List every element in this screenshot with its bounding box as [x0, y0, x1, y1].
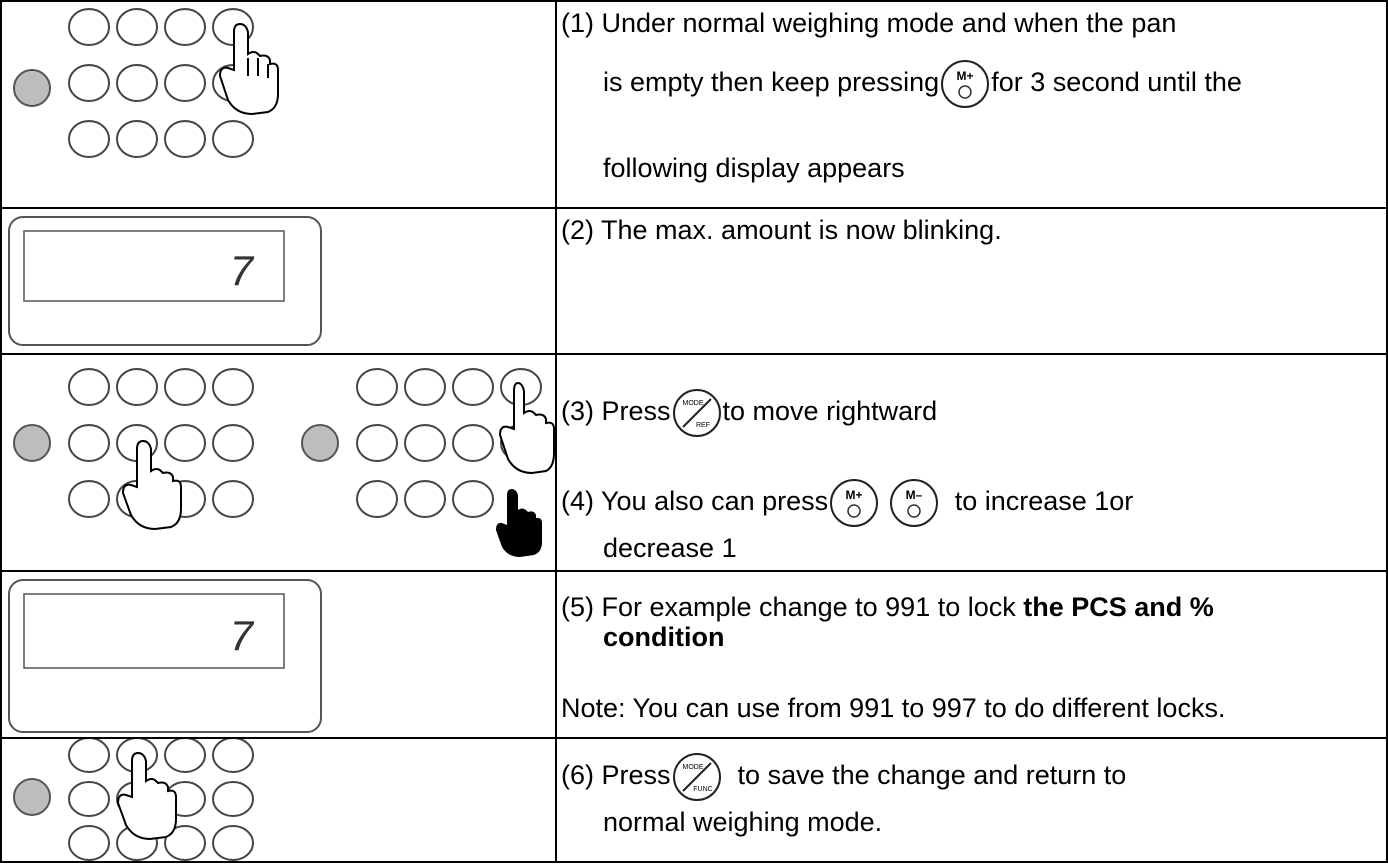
display-cell-1: 7 [0, 207, 557, 355]
lcd-last-digit: 7 [228, 249, 255, 299]
svg-text:MODE: MODE [682, 764, 703, 771]
lcd-display-illustration: 7 [8, 216, 322, 346]
step-5-prefix: (5) For example change to 991 to lock [561, 592, 1024, 622]
keypad-illustration [13, 8, 279, 158]
text-cell-5: (6) Press MODE FUNC to save the change and… [555, 737, 1388, 863]
step-row-1: (1) Under normal weighing mode and when … [0, 0, 1388, 209]
step-5-note: Note: You can use from 991 to 997 to do … [561, 693, 1226, 723]
power-indicator-icon [13, 424, 51, 462]
pointing-hand-icon [121, 439, 182, 531]
step-4-suffix: to increase 1or [954, 486, 1134, 516]
keypad-cell-1 [0, 0, 557, 209]
svg-text:M+: M+ [957, 69, 974, 83]
text-cell-1: (1) Under normal weighing mode and when … [555, 0, 1388, 209]
power-indicator-icon [13, 69, 51, 107]
lcd-display-illustration: 7 [8, 579, 322, 733]
step-6-prefix: (6) Press [561, 760, 671, 790]
step-6-suffix: to save the change and return to [737, 760, 1127, 790]
m-minus-button-icon: M– [889, 478, 938, 527]
svg-text:MODE: MODE [682, 400, 703, 407]
step-3-prefix: (3) Press [561, 396, 671, 426]
lcd-last-digit: 7 [228, 614, 255, 664]
power-indicator-icon [13, 778, 51, 816]
m-plus-button-icon: M+ [830, 478, 879, 527]
step-row-3: (3) Press MODE REF to move rightward (4) Yo… [0, 353, 1388, 572]
keypad-illustration-pair [13, 368, 555, 557]
step-1-text-a: is empty then keep pressing [603, 67, 940, 97]
svg-text:M–: M– [905, 488, 922, 502]
step-6-line-2: normal weighing mode. [603, 807, 883, 837]
step-row-5: (6) Press MODE FUNC to save the change and… [0, 737, 1388, 863]
step-4-text: (4) You also can press M+ M– to increase … [561, 475, 1382, 529]
keypad-illustration [13, 739, 254, 861]
text-cell-4: (5) For example change to 991 to lock th… [555, 570, 1388, 739]
step-row-4: 7 (5) For example change to 991 to lock … [0, 570, 1388, 739]
step-5-bold: the PCS and % [1023, 592, 1214, 622]
svg-text:REF: REF [696, 422, 710, 429]
m-plus-button-icon: M+ [941, 59, 990, 108]
pressing-hand-icon [496, 489, 542, 557]
text-cell-2: (2) The max. amount is now blinking. [555, 207, 1388, 355]
text-cell-3: (3) Press MODE REF to move rightward (4) Yo… [555, 353, 1388, 572]
step-1-line-1: (1) Under normal weighing mode and when … [561, 8, 1177, 38]
svg-text:M+: M+ [846, 488, 863, 502]
step-4-prefix: (4) You also can press [561, 486, 829, 516]
step-1-line-3: following display appears [603, 153, 905, 183]
step-6-text: (6) Press MODE FUNC to save the change and… [561, 749, 1382, 803]
pointing-hand-icon [116, 751, 177, 841]
mode-ref-button-icon: MODE REF [672, 388, 721, 437]
step-5-bold-2: condition [603, 622, 725, 652]
mode-func-button-icon: MODE FUNC [672, 752, 721, 801]
pointing-hand-icon [218, 22, 279, 116]
step-row-2: 7 (2) The max. amount is now blinking. [0, 207, 1388, 355]
svg-text:FUNC: FUNC [693, 786, 712, 793]
step-5-text: (5) For example change to 991 to lock th… [561, 592, 1382, 652]
step-1-line-2: is empty then keep pressing M+ for 3 secon… [561, 56, 1382, 110]
keypad-cell-3 [0, 737, 557, 863]
pointing-hand-icon [498, 381, 555, 475]
step-1-text-b: for 3 second until the [991, 67, 1242, 97]
step-3-suffix: to move rightward [722, 396, 938, 426]
keypad-cell-2 [0, 353, 557, 572]
display-cell-2: 7 [0, 570, 557, 739]
power-indicator-icon [301, 424, 339, 462]
step-3-text: (3) Press MODE REF to move rightward [561, 385, 1382, 439]
step-4-line-2: decrease 1 [603, 533, 737, 563]
step-2-text: (2) The max. amount is now blinking. [561, 215, 1002, 245]
